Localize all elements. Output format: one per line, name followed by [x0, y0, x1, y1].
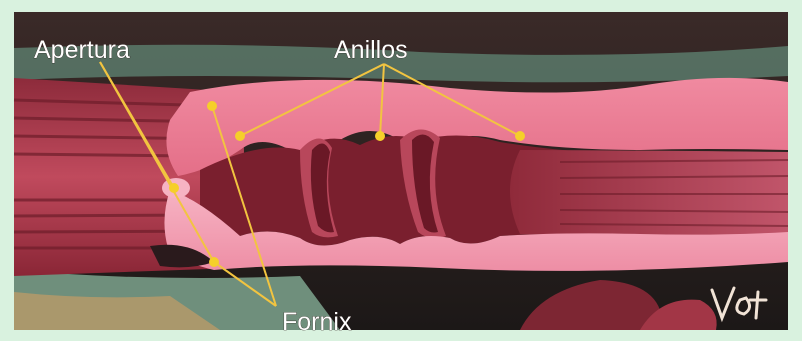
label-anillos: Anillos: [334, 36, 408, 64]
label-apertura: Apertura: [34, 36, 130, 64]
label-fornix: Fornix: [282, 308, 352, 336]
dot-anillos-1: [235, 131, 245, 141]
dot-apertura: [169, 183, 179, 193]
dot-anillos-3: [515, 131, 525, 141]
dot-fornix-lower: [209, 257, 219, 267]
dot-anillos-2: [375, 131, 385, 141]
dot-fornix-upper: [207, 101, 217, 111]
